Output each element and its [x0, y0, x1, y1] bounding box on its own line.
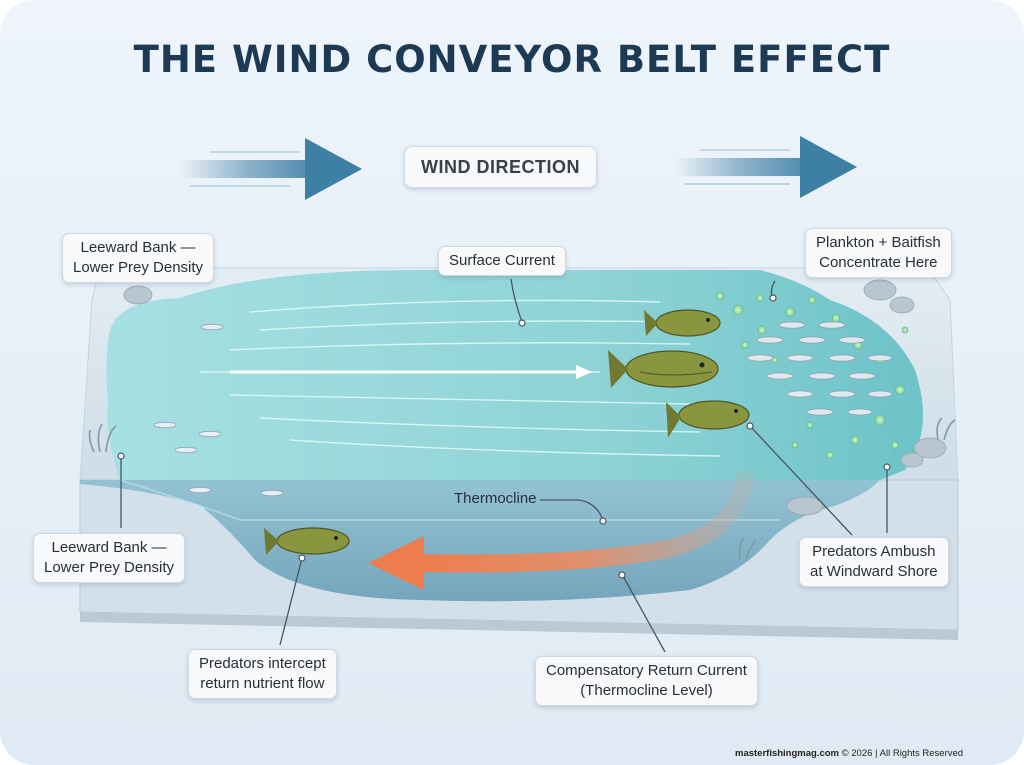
leeward-bank-top-label: Leeward Bank — Lower Prey Density	[62, 233, 215, 283]
baitfish-school	[746, 321, 893, 416]
callout-leader-lines	[120, 278, 888, 653]
thermocline-label: Thermocline	[454, 490, 537, 507]
leeward-bank-bottom-label: Leeward Bank — Lower Prey Density	[33, 533, 186, 583]
surface-current-arrow	[230, 365, 592, 379]
return-current-label: Compensatory Return Current (Thermocline…	[535, 656, 758, 706]
predators-intercept-line2: return nutrient flow	[200, 675, 325, 692]
predators-intercept-line1: Predators intercept	[199, 655, 326, 672]
callout-anchor-dots	[117, 294, 891, 579]
copyright-footer: masterfishingmag.com © 2026 | All Rights…	[735, 748, 995, 759]
wind-direction-label: WIND DIRECTION	[404, 146, 597, 188]
surface-current-label: Surface Current	[438, 246, 566, 276]
plankton-label: Plankton + Baitfish Concentrate Here	[805, 228, 952, 278]
leeward-bank-bottom-line2: Lower Prey Density	[44, 559, 175, 576]
plankton-line1: Plankton + Baitfish	[816, 234, 941, 251]
diagram-title: THE WIND CONVEYOR BELT EFFECT	[133, 38, 891, 81]
footer-rights: © 2026 | All Rights Reserved	[839, 748, 964, 759]
bass-fish-top	[644, 309, 721, 337]
plankton-line2: Concentrate Here	[819, 254, 938, 271]
water-cross-section	[80, 480, 880, 602]
leeward-bank-top-line1: Leeward Bank —	[80, 239, 196, 256]
predators-ambush-line2: at Windward Shore	[810, 563, 938, 580]
baitfish-sparse	[153, 323, 284, 497]
leeward-bank-top-line2: Lower Prey Density	[73, 259, 204, 276]
return-current-line1: Compensatory Return Current	[546, 662, 747, 679]
return-current-arrow	[368, 469, 754, 590]
bass-fish-deep	[264, 527, 350, 555]
predators-ambush-label: Predators Ambush at Windward Shore	[799, 537, 949, 587]
aquatic-plants	[88, 417, 956, 561]
bass-fish-middle	[608, 350, 719, 388]
footer-site: masterfishingmag.com	[735, 748, 839, 759]
bass-fish-lower	[666, 400, 750, 438]
water-surface	[106, 270, 923, 480]
wind-arrow-left	[180, 138, 362, 200]
plankton-cluster	[715, 291, 909, 459]
wind-arrow-right	[675, 136, 857, 198]
leeward-bank-bottom-line1: Leeward Bank —	[51, 539, 167, 556]
return-current-line2: (Thermocline Level)	[580, 682, 713, 699]
predators-ambush-line1: Predators Ambush	[812, 543, 936, 560]
predators-intercept-label: Predators intercept return nutrient flow	[188, 649, 337, 699]
rocks	[123, 279, 947, 516]
